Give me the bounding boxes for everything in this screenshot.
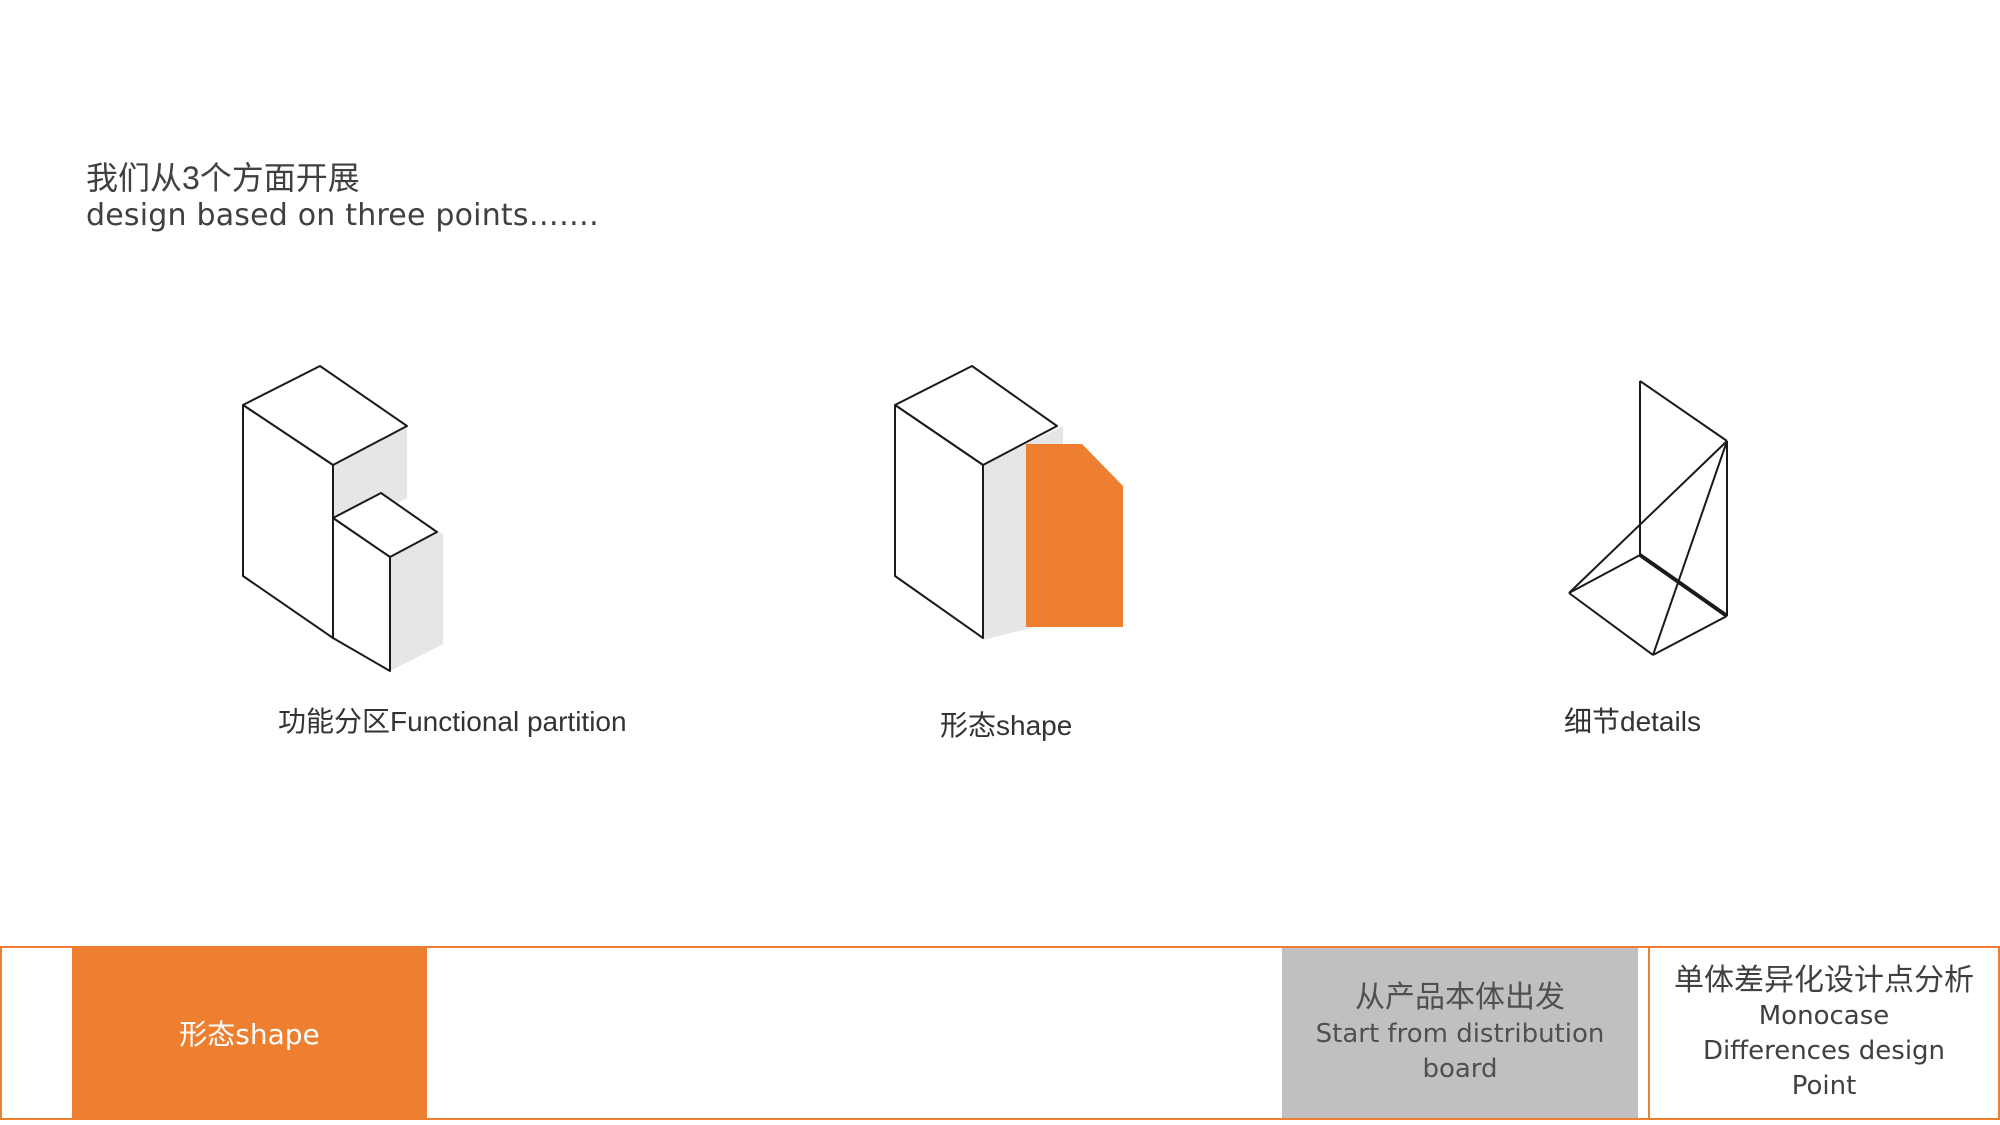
caption-functional-partition: 功能分区Functional partition [278, 706, 627, 737]
details-wedge-icon [1568, 380, 1729, 656]
small-block-front [332, 517, 391, 672]
wedge-base-edge [1638, 553, 1729, 618]
tab-monocase-label-en: Monocase Differences design Point [1702, 1000, 1946, 1101]
tab-start-label-cn: 从产品本体出发 [1355, 980, 1565, 1015]
tab-shape-active[interactable]: 形态shape [72, 948, 427, 1118]
shape-block-front [894, 404, 984, 639]
shape-form-icon [894, 365, 1123, 640]
wedge-top-edge [1639, 380, 1728, 442]
tab-divider [1648, 948, 1650, 1118]
tab-monocase-label-cn: 单体差异化设计点分析 [1674, 962, 1974, 998]
tab-start-from-board[interactable]: 从产品本体出发 Start from distribution board [1282, 948, 1638, 1118]
orange-form-panel [1026, 444, 1123, 627]
heading-title-en: design based on three points……. [86, 198, 599, 233]
wedge-left-back [1568, 554, 1641, 594]
page-heading: 我们从3个方面开展 design based on three points……… [86, 158, 599, 234]
tab-shape-label: 形态shape [179, 1018, 320, 1051]
wedge-diagonal-b [1652, 440, 1728, 656]
wedge-diagonal-a [1568, 440, 1728, 594]
tab-monocase-differences[interactable]: 单体差异化设计点分析 Monocase Differences design P… [1650, 948, 1998, 1118]
tab-start-label-en: Start from distribution board [1315, 1019, 1605, 1084]
partition-blocks-icon [242, 365, 443, 672]
bottom-navigation-bar: 形态shape 从产品本体出发 Start from distribution … [0, 946, 2000, 1120]
caption-details: 细节details [1564, 706, 1701, 737]
caption-shape: 形态shape [940, 710, 1073, 741]
wedge-bottom-edge [1652, 615, 1728, 656]
heading-title-cn: 我们从3个方面开展 [86, 160, 360, 196]
wedge-left-front [1568, 592, 1654, 656]
